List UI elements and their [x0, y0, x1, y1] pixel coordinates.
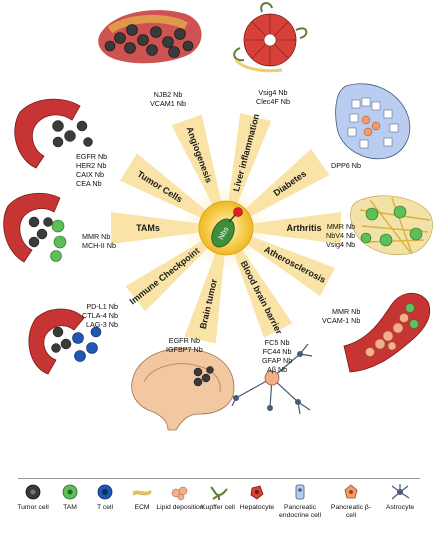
ray-label-arthritis: Arthritis — [286, 223, 321, 233]
legend-label: T cell — [96, 504, 114, 511]
nb-list-brain: EGFR Nb IGFBP7 Nb — [166, 336, 203, 354]
nb-label: MMR Nb — [82, 232, 111, 241]
nb-list-athero: MMR Nb VCAM-1 Nb — [322, 307, 360, 325]
nb-label: VCAM-1 Nb — [322, 316, 361, 325]
tams-illustration — [3, 192, 67, 263]
legend-label: Tumor cell — [17, 504, 49, 511]
nb-label: Clec4F Nb — [256, 97, 290, 106]
nb-list-diabetes: DPP6 Nb — [331, 161, 361, 170]
ray-diabetes — [241, 148, 330, 219]
legend-label: TAM — [63, 504, 77, 511]
legend-item-lipid: Lipid deposition — [155, 483, 205, 512]
nb-label: EGFR Nb — [76, 152, 108, 161]
nb-list-arthritis: MMR Nb NbV4 Nb Vsig4 Nb — [326, 222, 355, 249]
ray-liver — [227, 112, 272, 208]
ray-brain — [184, 248, 225, 344]
nb-label: PD-L1 Nb — [86, 302, 118, 311]
nb-label: CAIX Nb — [76, 170, 104, 179]
beta-cell-icon — [344, 484, 358, 499]
nb-list-bbb: FC5 Nb FC44 Nb GFAP Nb Aβ Nb — [262, 338, 292, 374]
t-cell-icon — [97, 484, 113, 500]
nb-list-angiogenesis: NJB2 Nb VCAM1 Nb — [150, 90, 186, 108]
ray-tams — [111, 212, 204, 244]
nb-label: HER2 Nb — [76, 161, 107, 170]
nb-label: NJB2 Nb — [153, 90, 183, 99]
liver-illustration — [233, 2, 308, 73]
legend-label: ECM — [134, 504, 150, 511]
legend-item-beta-cell: Pancreatic β-cell — [326, 483, 376, 520]
lipid-icon — [171, 486, 188, 501]
nb-label: FC5 Nb — [264, 338, 290, 347]
kupffer-icon — [210, 486, 228, 500]
endocrine-icon — [295, 484, 305, 500]
checkpoint-illustration — [28, 308, 102, 375]
ray-label-tams: TAMs — [136, 223, 160, 233]
diabetes-illustration — [335, 83, 411, 160]
legend-label: Lipid deposition — [156, 504, 204, 511]
angiogenesis-illustration — [98, 10, 202, 64]
nb-label: DPP6 Nb — [331, 161, 361, 170]
legend-label: Pancreatic endocrine cell — [279, 504, 321, 519]
tumor-cells-illustration — [14, 98, 93, 169]
ray-athero — [243, 234, 336, 297]
legend-item-tam: TAM — [45, 483, 95, 512]
ray-angiogenesis — [171, 114, 223, 209]
tam-icon — [62, 484, 78, 500]
legend-item-hepatocyte: Hepatocyte — [232, 483, 282, 512]
ecm-icon — [132, 489, 152, 496]
nb-label: GFAP Nb — [262, 356, 293, 365]
antigen-icon — [233, 207, 243, 217]
nb-list-tams: MMR Nb MCH-II Nb — [82, 232, 116, 250]
ray-tumor — [119, 153, 210, 220]
nb-label: Aβ Nb — [267, 365, 288, 374]
nb-label: MCH-II Nb — [82, 241, 116, 250]
ray-arthritis — [248, 212, 341, 244]
legend-label: Pancreatic β-cell — [330, 504, 372, 519]
nb-label: CTLA-4 Nb — [82, 311, 118, 320]
legend-item-astrocyte: Astrocyte — [375, 483, 425, 512]
nb-label: NbV4 Nb — [326, 231, 356, 240]
brain-illustration — [131, 348, 235, 431]
nb-label: Vsig4 Nb — [326, 240, 356, 249]
atherosclerosis-illustration — [343, 292, 431, 373]
bbb-illustration — [225, 343, 313, 415]
hepatocyte-icon — [250, 485, 264, 500]
nb-label: MMR Nb — [331, 307, 361, 316]
nb-list-liver: Vsig4 Nb Clec4F Nb — [256, 88, 290, 106]
nb-label: LAG-3 Nb — [85, 320, 118, 329]
legend-label: Astrocyte — [385, 504, 415, 511]
legend-divider — [18, 478, 420, 479]
nb-list-checkpoint: PD-L1 Nb CTLA-4 Nb LAG-3 Nb — [82, 302, 118, 329]
nb-label: VCAM1 Nb — [150, 99, 186, 108]
legend-item-ecm: ECM — [117, 483, 167, 512]
ray-label-checkpoint: Immune Checkpoint — [128, 246, 202, 307]
nb-list-tumor: EGFR Nb HER2 Nb CAIX Nb CEA Nb — [76, 152, 107, 188]
nb-label: CEA Nb — [76, 179, 102, 188]
legend-item-kupffer: Kupffer cell — [193, 483, 243, 512]
legend-label: Hepatocyte — [239, 504, 275, 511]
legend-item-t-cell: T cell — [80, 483, 130, 512]
arthritis-illustration — [350, 195, 433, 256]
ray-checkpoint — [125, 238, 212, 312]
nb-label: IGFBP7 Nb — [166, 345, 203, 354]
nb-label: MMR Nb — [326, 222, 356, 231]
nb-label: FC44 Nb — [262, 347, 292, 356]
nanobody-icon: Nbs — [211, 207, 243, 248]
nb-label: Vsig4 Nb — [258, 88, 288, 97]
astrocyte-icon — [391, 484, 410, 500]
legend-item-tumor-cell: Tumor cell — [8, 483, 58, 512]
legend-label: Kupffer cell — [201, 504, 235, 511]
legend-item-endocrine: Pancreatic endocrine cell — [275, 483, 325, 520]
ray-bbb — [232, 245, 293, 338]
tumor-cell-icon — [25, 484, 41, 500]
nb-label: EGFR Nb — [168, 336, 200, 345]
